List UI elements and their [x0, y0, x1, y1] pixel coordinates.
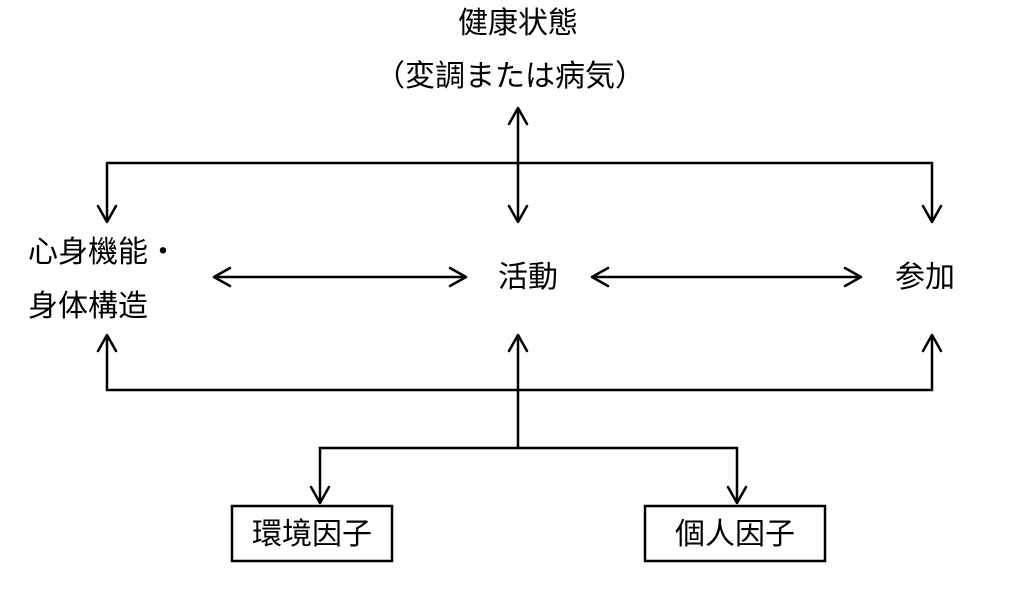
activity-label: 活動	[498, 260, 558, 295]
participation-up-arrowhead	[921, 333, 943, 353]
environmental-factors-label: 環境因子	[252, 517, 372, 552]
body-activity-right-arrowhead	[448, 266, 468, 288]
activity-participation-right-arrowhead	[843, 266, 863, 288]
activity-participation-left-arrowhead	[590, 266, 610, 288]
environmental-down-arrowhead	[309, 485, 331, 505]
body-functions-label-line2: 身体構造	[28, 289, 148, 324]
body-activity-left-arrowhead	[212, 266, 232, 288]
environmental-factors-box	[230, 504, 394, 563]
activity-up-arrowhead	[507, 333, 529, 353]
personal-down-arrowhead	[726, 485, 748, 505]
participation-down-arrowhead	[921, 204, 943, 224]
personal-factors-box	[643, 504, 827, 563]
top-bracket-connector	[105, 161, 934, 222]
body-functions-up-arrowhead	[96, 333, 118, 353]
activity-down-arrowhead	[507, 204, 529, 224]
body-functions-label-line1: 心身機能・	[28, 235, 178, 270]
body-functions-down-arrowhead	[96, 204, 118, 224]
factors-branch-connector	[318, 446, 739, 503]
health-condition-subtitle: （変調または病気）	[375, 59, 645, 94]
health-condition-title: 健康状態	[458, 6, 578, 41]
participation-label: 参加	[895, 260, 955, 295]
personal-factors-label: 個人因子	[675, 517, 795, 552]
bottom-bracket-connector	[105, 335, 934, 392]
health-up-arrowhead	[507, 106, 529, 126]
